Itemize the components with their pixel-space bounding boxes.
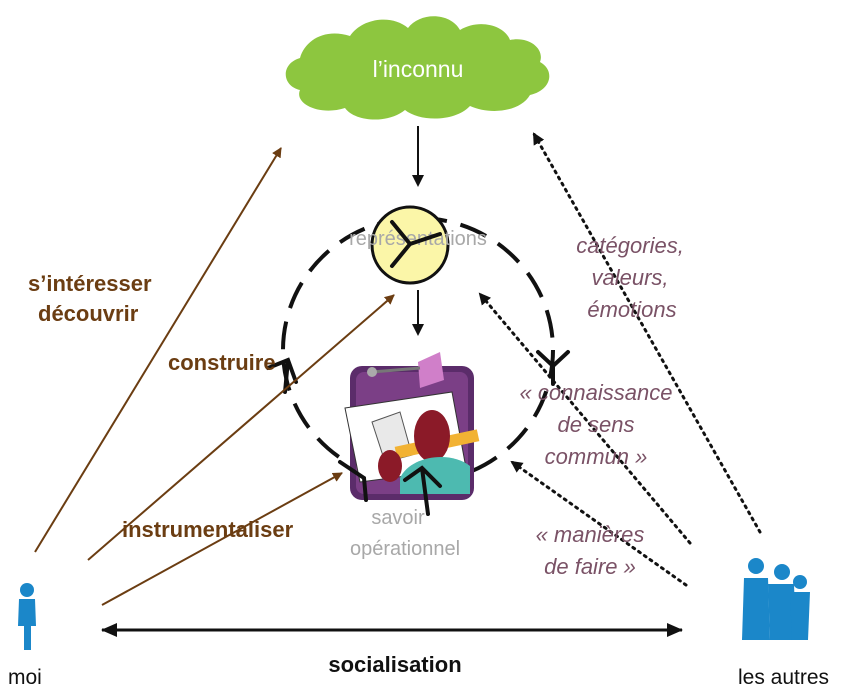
label-categories-2: valeurs, — [591, 265, 668, 290]
cloud-shape — [285, 16, 550, 120]
savoir-label-line1: savoir — [371, 507, 425, 529]
label-connaissance-2: de sens — [557, 412, 634, 437]
arrow-construire — [87, 294, 395, 561]
label-interesser: s’intéresser — [28, 271, 152, 296]
cycle-markers — [266, 220, 570, 516]
arrow-instrumentaliser — [101, 472, 343, 606]
label-connaissance-1: « connaissance — [520, 380, 673, 405]
arrow-manieres — [510, 460, 688, 587]
label-manieres-1: « manières — [536, 522, 645, 547]
savoir-label-line2: opérationnel — [350, 538, 460, 560]
cloud-label: l’inconnu — [373, 56, 464, 82]
person-icon — [18, 583, 36, 650]
cloud-unknown: l’inconnu — [285, 16, 550, 120]
label-instrumentaliser: instrumentaliser — [122, 517, 294, 542]
dotted-arrows — [478, 132, 762, 587]
arrow-interesser — [34, 147, 282, 553]
label-decouvrir: découvrir — [38, 301, 139, 326]
label-categories-1: catégories, — [576, 233, 684, 258]
label-connaissance-3: commun » — [545, 444, 648, 469]
people-group-icon — [742, 558, 810, 640]
dashed-cycle-circle — [281, 216, 555, 484]
representations-label: représentations — [349, 228, 487, 250]
label-autres: les autres — [738, 666, 829, 689]
label-socialisation: socialisation — [328, 652, 461, 677]
brown-arrows — [34, 147, 395, 606]
label-construire: construire — [168, 350, 276, 375]
arrow-categories — [532, 132, 762, 534]
clipart-illustration — [344, 352, 480, 500]
label-manieres-2: de faire » — [544, 554, 636, 579]
label-categories-3: émotions — [587, 297, 676, 322]
arrow-connaissance — [478, 292, 692, 545]
label-moi: moi — [8, 666, 42, 689]
